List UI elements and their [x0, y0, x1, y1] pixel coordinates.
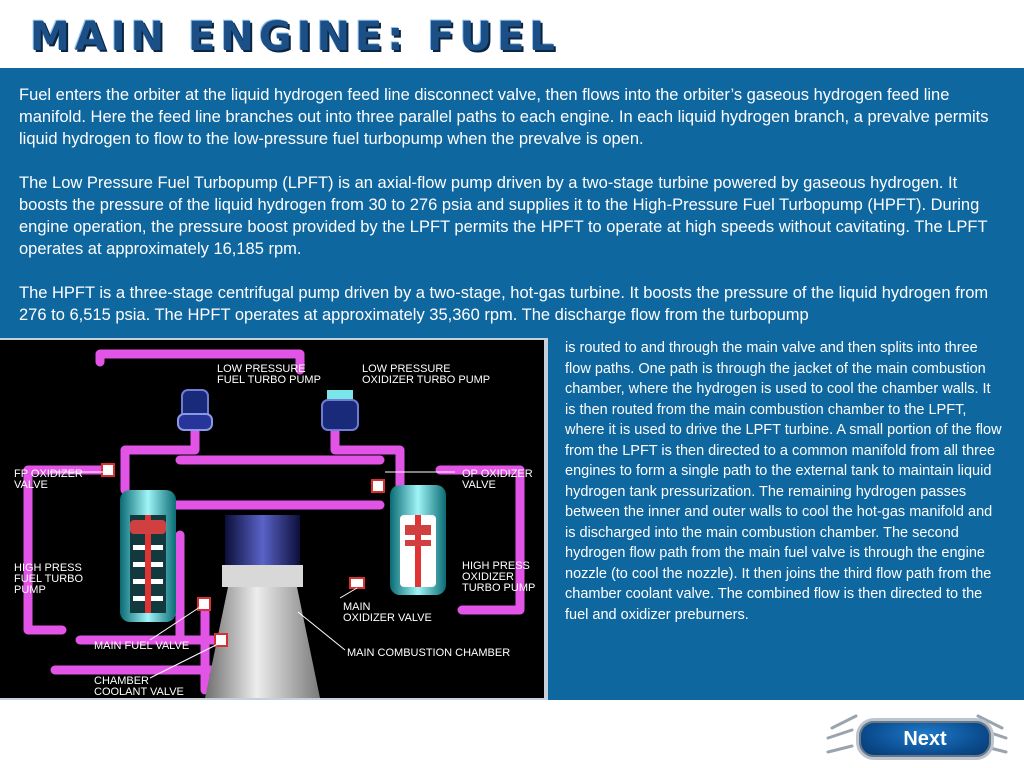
engine-fuel-diagram: LOW PRESSURE FUEL TURBO PUMP LOW PRESSUR…: [0, 340, 544, 698]
main-fuel-valve-icon: [197, 597, 211, 611]
main-combustion-chamber: [205, 515, 320, 698]
label-lpftp-1: LOW PRESSURE: [217, 363, 306, 375]
label-opov-2: VALVE: [462, 479, 496, 491]
label-hpotp-2: OXIDIZER: [462, 571, 514, 583]
label-lpotp-1: LOW PRESSURE: [362, 363, 451, 375]
low-pressure-oxidizer-turbopump: [321, 390, 359, 431]
label-hpotp-1: HIGH PRESS: [462, 560, 530, 572]
main-oxidizer-valve-icon: [349, 577, 365, 589]
intro-paragraph-2: The Low Pressure Fuel Turbopump (LPFT) i…: [19, 174, 988, 258]
label-lpftp-2: FUEL TURBO PUMP: [217, 374, 321, 386]
side-text: is routed to and through the main valve …: [565, 340, 1002, 623]
engine-schematic: LOW PRESSURE FUEL TURBO PUMP LOW PRESSUR…: [14, 349, 535, 698]
chamber-coolant-valve-icon: [214, 633, 228, 647]
valves: [101, 463, 385, 647]
label-opov-1: OP OXIDIZER: [462, 468, 533, 480]
fuel-piping: [23, 349, 525, 695]
label-mov-2: OXIDIZER VALVE: [343, 612, 432, 624]
label-hpftp-1: HIGH PRESS: [14, 562, 82, 574]
label-fpov-2: VALVE: [14, 479, 48, 491]
label-ccv-2: COOLANT VALVE: [94, 686, 184, 698]
label-hpotp-3: TURBO PUMP: [462, 582, 535, 594]
diagram-labels: LOW PRESSURE FUEL TURBO PUMP LOW PRESSUR…: [14, 363, 535, 698]
label-ccv-1: CHAMBER: [94, 675, 149, 687]
op-oxidizer-valve-icon: [371, 479, 385, 493]
fp-oxidizer-valve-icon: [101, 463, 115, 477]
label-hpftp-3: PUMP: [14, 584, 46, 596]
intro-text: Fuel enters the orbiter at the liquid hy…: [19, 84, 1004, 339]
label-mov-1: MAIN: [343, 601, 371, 613]
engine-nozzle: [205, 587, 320, 698]
low-pressure-fuel-turbopump: [177, 389, 213, 431]
intro-paragraph-1: Fuel enters the orbiter at the liquid hy…: [19, 86, 989, 148]
high-pressure-fuel-turbopump: [120, 490, 176, 622]
high-pressure-oxidizer-turbopump: [390, 485, 446, 595]
label-fpov-1: FP OXIDIZER: [14, 468, 83, 480]
page-title: MAIN ENGINE: FUEL: [30, 14, 560, 60]
intro-paragraph-3: The HPFT is a three-stage centrifugal pu…: [19, 284, 989, 324]
label-hpftp-2: FUEL TURBO: [14, 573, 84, 585]
label-mfv: MAIN FUEL VALVE: [94, 640, 189, 652]
label-lpotp-2: OXIDIZER TURBO PUMP: [362, 374, 490, 386]
next-button[interactable]: Next: [856, 718, 994, 760]
leader-lines: [50, 471, 455, 679]
label-mcc: MAIN COMBUSTION CHAMBER: [347, 647, 510, 659]
navigation: Next: [826, 712, 1008, 764]
